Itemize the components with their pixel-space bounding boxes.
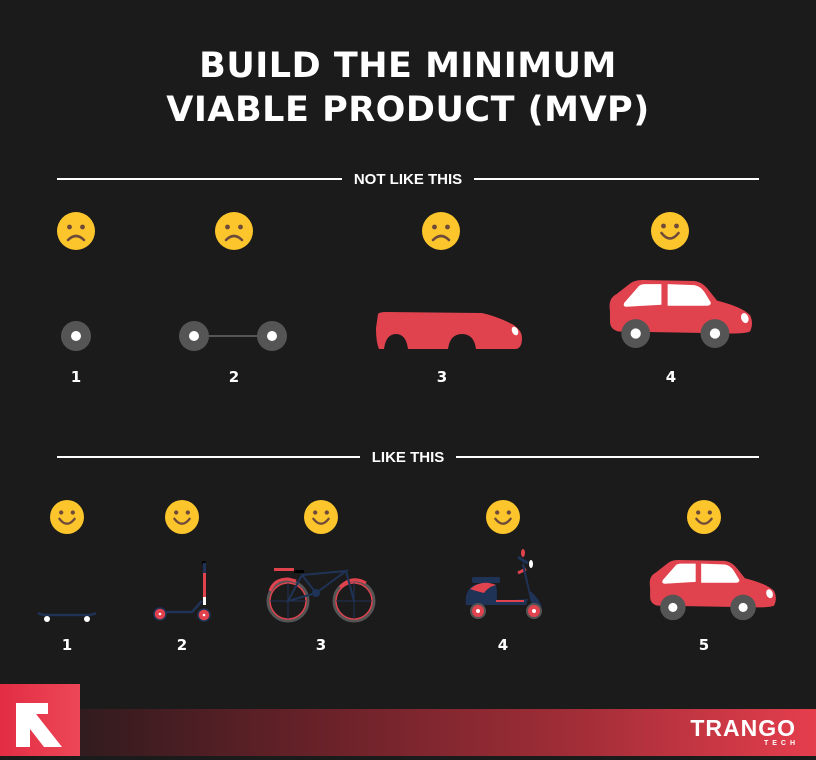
step-number: 2 (228, 368, 240, 386)
step-number: 5 (698, 636, 710, 654)
step-number: 3 (315, 636, 327, 654)
happy-face-icon (687, 500, 721, 534)
title-line-1: BUILD THE MINIMUM (199, 46, 617, 86)
sad-face-icon (422, 212, 460, 250)
section-heading-not-like-this: NOT LIKE THIS (57, 169, 759, 189)
step-number: 4 (497, 636, 509, 654)
divider-line (474, 178, 759, 180)
brand-name: TRANGO (690, 715, 796, 741)
step-number: 4 (665, 368, 677, 386)
car-icon (649, 560, 776, 621)
divider-line (57, 178, 342, 180)
happy-face-icon (50, 500, 84, 534)
bicycle-icon (266, 568, 376, 623)
happy-face-icon (651, 212, 689, 250)
happy-face-icon (304, 500, 338, 534)
divider-line (57, 456, 360, 458)
section-heading-label: NOT LIKE THIS (353, 170, 463, 188)
happy-face-icon (165, 500, 199, 534)
car-icon (609, 280, 753, 348)
logo-box (0, 684, 80, 756)
happy-face-icon (486, 500, 520, 534)
divider-line (456, 456, 760, 458)
sad-face-icon (57, 212, 95, 250)
kick-scooter-icon (153, 561, 211, 622)
sad-face-icon (215, 212, 253, 250)
section-heading-label: LIKE THIS (371, 448, 445, 466)
car-body-icon (376, 312, 522, 349)
step-number: 1 (70, 368, 82, 386)
section-heading-like-this: LIKE THIS (57, 447, 760, 467)
brand-subtitle: TECH (763, 740, 799, 747)
step-number: 2 (176, 636, 188, 654)
step-number: 1 (61, 636, 73, 654)
step-number: 3 (436, 368, 448, 386)
page-title: BUILD THE MINIMUM VIABLE PRODUCT (MVP) (0, 44, 816, 132)
brand-wordmark: TRANGO TECH (684, 716, 796, 748)
trango-arrow-logo-icon (16, 703, 62, 747)
footer-gradient-bar (0, 709, 816, 756)
motor-scooter-icon (465, 549, 542, 619)
wheel-icon (61, 321, 91, 351)
axle-with-wheels-icon (179, 321, 287, 351)
skateboard-icon (37, 611, 97, 622)
title-line-2: VIABLE PRODUCT (MVP) (166, 90, 650, 130)
